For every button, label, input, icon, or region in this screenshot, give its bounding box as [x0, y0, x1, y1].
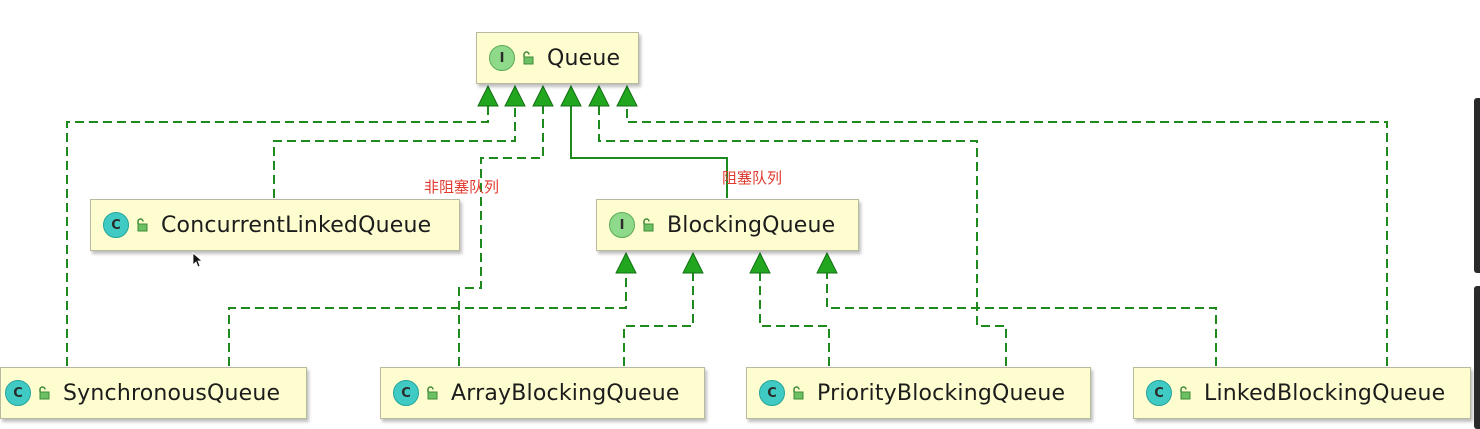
- class-badge-icon: C: [1146, 380, 1172, 406]
- edge-arrayblockingqueue-to-blockingqueue: [623, 266, 694, 366]
- scrollbar-handle-upper[interactable]: [1474, 98, 1480, 273]
- arrowhead-blockingqueue-1: [615, 251, 637, 274]
- interface-badge-icon: I: [489, 45, 515, 71]
- class-badge-icon: C: [103, 212, 129, 238]
- arrowhead-blockingqueue-4: [816, 251, 838, 274]
- unlocked-icon: [137, 218, 148, 232]
- node-concurrentlinkedqueue[interactable]: C ConcurrentLinkedQueue: [90, 199, 460, 251]
- class-badge-icon: C: [393, 380, 419, 406]
- edge-synchronousqueue-to-blockingqueue: [228, 266, 627, 366]
- class-badge-icon: C: [759, 380, 785, 406]
- annotation-non-blocking: 非阻塞队列: [424, 178, 500, 196]
- edge-blockingqueue-to-queue: [570, 100, 728, 198]
- edge-priorityblockingqueue-to-blockingqueue: [759, 266, 830, 366]
- unlocked-icon: [523, 51, 534, 65]
- scrollbar-handle-lower[interactable]: [1474, 286, 1480, 429]
- arrowhead-queue-6: [616, 84, 638, 107]
- edge-arrayblockingqueue-to-queue: [458, 100, 544, 366]
- node-label: ConcurrentLinkedQueue: [161, 212, 432, 238]
- arrowhead-queue-3: [532, 84, 554, 107]
- arrowhead-blockingqueue-3: [749, 251, 771, 274]
- edge-linkedblockingqueue-to-queue: [626, 100, 1388, 366]
- node-queue[interactable]: I Queue: [476, 32, 639, 84]
- node-arrayblockingqueue[interactable]: C ArrayBlockingQueue: [380, 367, 705, 419]
- edge-synchronousqueue-to-queue: [66, 100, 489, 366]
- node-label: Queue: [547, 45, 621, 71]
- arrowhead-queue-1: [477, 84, 499, 107]
- edge-concurrentlinkedqueue-to-queue: [273, 100, 516, 198]
- node-label: PriorityBlockingQueue: [817, 380, 1066, 406]
- edge-linkedblockingqueue-to-blockingqueue: [826, 266, 1217, 366]
- unlocked-icon: [427, 386, 438, 400]
- class-badge-icon: C: [5, 380, 31, 406]
- node-linkedblockingqueue[interactable]: C LinkedBlockingQueue: [1133, 367, 1471, 419]
- node-label: BlockingQueue: [667, 212, 836, 238]
- node-synchronousqueue[interactable]: C SynchronousQueue: [0, 367, 307, 419]
- node-label: ArrayBlockingQueue: [451, 380, 680, 406]
- node-priorityblockingqueue[interactable]: C PriorityBlockingQueue: [746, 367, 1091, 419]
- arrowhead-queue-2: [504, 84, 526, 107]
- unlocked-icon: [793, 386, 804, 400]
- unlocked-icon: [643, 218, 654, 232]
- arrowhead-blockingqueue-2: [682, 251, 704, 274]
- arrowhead-queue-4: [560, 84, 582, 107]
- mouse-cursor-icon: [192, 252, 202, 268]
- interface-badge-icon: I: [609, 212, 635, 238]
- unlocked-icon: [1180, 386, 1191, 400]
- unlocked-icon: [39, 386, 50, 400]
- node-label: LinkedBlockingQueue: [1204, 380, 1446, 406]
- arrowhead-queue-5: [588, 84, 610, 107]
- annotation-blocking: 阻塞队列: [722, 169, 783, 187]
- node-blockingqueue[interactable]: I BlockingQueue: [596, 199, 859, 251]
- edge-priorityblockingqueue-to-queue: [598, 100, 1007, 366]
- node-label: SynchronousQueue: [63, 380, 281, 406]
